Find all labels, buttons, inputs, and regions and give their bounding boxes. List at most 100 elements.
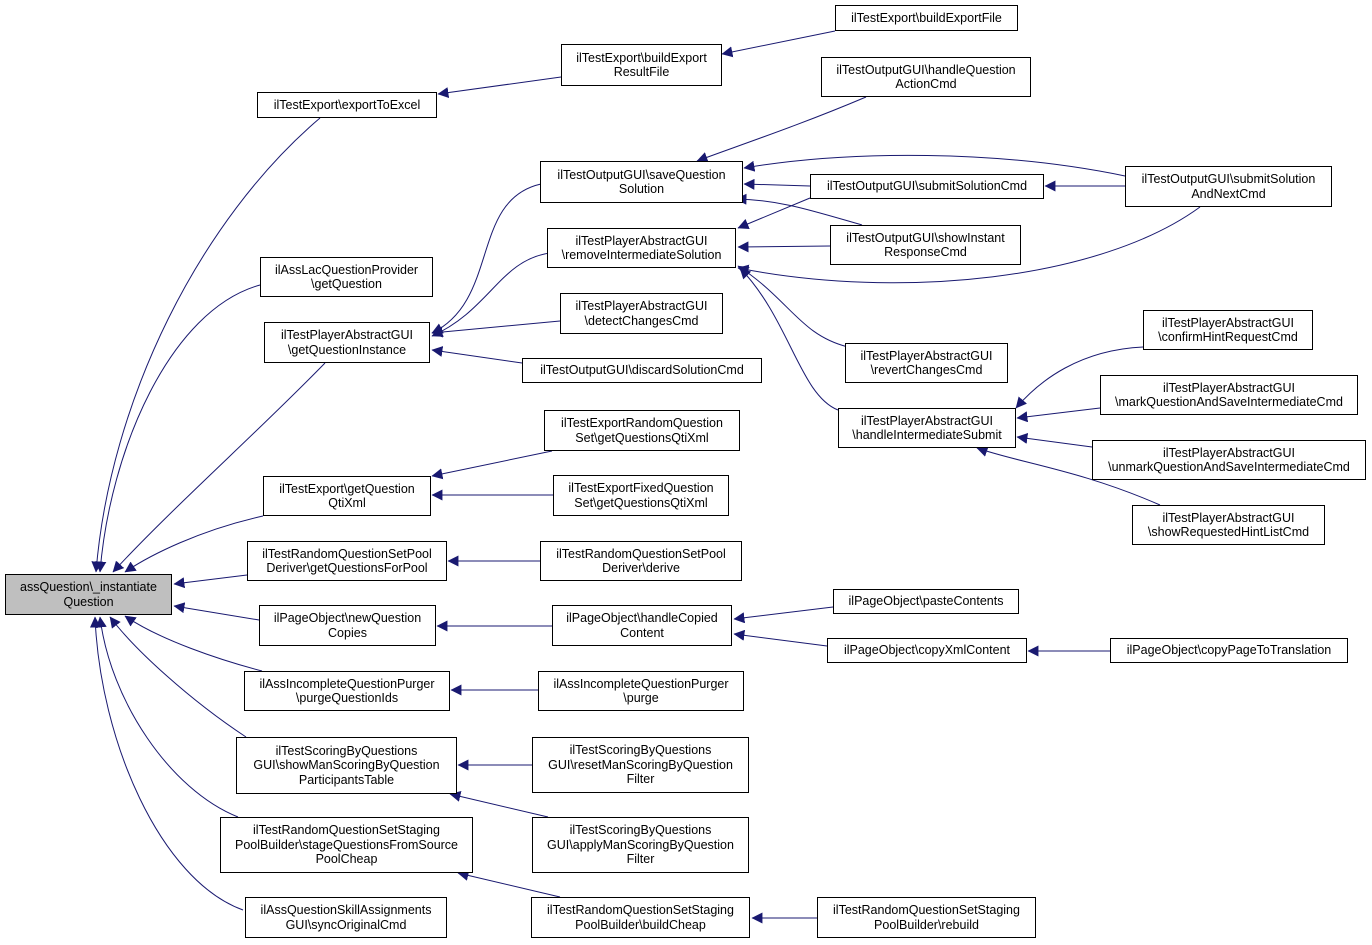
node-discard-solution-cmd[interactable]: ilTestOutputGUI\discardSolutionCmd xyxy=(522,358,762,383)
node-label-line: ilTestPlayerAbstractGUI xyxy=(860,348,993,363)
node-paste-contents[interactable]: ilPageObject\pasteContents xyxy=(833,589,1019,614)
node-handle-intermediate-submit[interactable]: ilTestPlayerAbstractGUI\handleIntermedia… xyxy=(838,408,1016,448)
node-label-line: ilPageObject\copyXmlContent xyxy=(843,643,1011,658)
node-label-line: ilTestPlayerAbstractGUI xyxy=(1163,380,1295,395)
node-show-requested-hint-list-cmd[interactable]: ilTestPlayerAbstractGUI\showRequestedHin… xyxy=(1132,505,1325,545)
edge-confirm-hint-request-cmd-to-handle-intermediate-submit xyxy=(1015,346,1144,409)
node-label-line: ilTestRandomQuestionSetStaging xyxy=(253,823,440,838)
node-label-line: PoolBuilder\rebuild xyxy=(874,917,979,932)
node-export-to-excel[interactable]: ilTestExport\exportToExcel xyxy=(257,92,437,118)
edge-handle-question-action-cmd-to-save-question-solution xyxy=(696,96,867,163)
node-label-line: \handleIntermediateSubmit xyxy=(852,428,1002,442)
node-label-line: ilTestRandomQuestionSetStaging xyxy=(547,903,734,917)
node-unmark-question-and-save[interactable]: ilTestPlayerAbstractGUI\unmarkQuestionAn… xyxy=(1092,440,1366,480)
node-label-line: ilTestOutputGUI\showInstant xyxy=(846,230,1005,245)
node-label-line: \unmarkQuestionAndSaveIntermediateCmd xyxy=(1108,460,1350,474)
edge-paste-contents-to-handle-copied-content xyxy=(733,606,834,624)
node-revert-changes-cmd[interactable]: ilTestPlayerAbstractGUI\revertChangesCmd xyxy=(845,343,1008,383)
edge-get-questions-for-pool-to-root xyxy=(173,574,248,589)
edge-save-question-solution-to-get-question-instance xyxy=(431,183,542,334)
node-detect-changes-cmd[interactable]: ilTestPlayerAbstractGUI\detectChangesCmd xyxy=(560,293,723,334)
node-copy-page-to-translation[interactable]: ilPageObject\copyPageToTranslation xyxy=(1110,638,1348,663)
edge-remove-intermediate-solution-to-get-question-instance xyxy=(431,252,551,337)
edge-mark-question-and-save-to-handle-intermediate-submit xyxy=(1016,407,1101,423)
node-label-line: ilTestRandomQuestionSetPool xyxy=(556,546,726,561)
edge-discard-solution-cmd-to-get-question-instance xyxy=(431,346,523,364)
node-label-line: ResultFile xyxy=(613,65,670,79)
node-label-line: Copies xyxy=(328,625,367,640)
node-label-line: ActionCmd xyxy=(895,77,957,91)
node-lac-get-question[interactable]: ilAssLacQuestionProvider\getQuestion xyxy=(260,257,433,297)
node-label-line: ilTestExport\getQuestion xyxy=(279,481,415,496)
node-remove-intermediate-solution[interactable]: ilTestPlayerAbstractGUI\removeIntermedia… xyxy=(547,228,736,268)
node-label-line: ilTestExport\buildExport xyxy=(576,50,707,65)
node-label-line: ilAssIncompleteQuestionPurger xyxy=(553,676,729,691)
node-label-line: Filter xyxy=(626,772,655,787)
node-label-line: \getQuestionInstance xyxy=(287,342,407,357)
node-label-line: AndNextCmd xyxy=(1191,186,1266,201)
node-label-line: \purge xyxy=(623,691,659,705)
node-label-line: ilTestExportFixedQuestion xyxy=(568,481,714,495)
node-label-line: GUI\showManScoringByQuestion xyxy=(253,758,440,773)
node-label-line: ilPageObject\newQuestion xyxy=(273,611,422,625)
edge-revert-changes-cmd-to-remove-intermediate-solution xyxy=(737,265,849,348)
node-label-line: ilTestRandomQuestionSetStaging xyxy=(833,903,1020,917)
node-label-line: ResponseCmd xyxy=(884,245,967,259)
node-label-line: ilTestOutputGUI\saveQuestion xyxy=(557,167,726,182)
edge-show-instant-response-cmd-to-save-question-solution xyxy=(735,193,863,226)
node-label-line: PoolCheap xyxy=(315,852,378,867)
edge-build-export-file-to-build-export-result-file xyxy=(721,30,836,58)
node-label-line: \removeIntermediateSolution xyxy=(561,248,722,262)
node-get-question-instance[interactable]: ilTestPlayerAbstractGUI\getQuestionInsta… xyxy=(264,322,430,363)
node-label-line: assQuestion\_instantiate xyxy=(20,580,157,594)
node-label-line: QtiXml xyxy=(328,496,366,510)
node-label-line: \purgeQuestionIds xyxy=(295,691,399,705)
node-label-line: \confirmHintRequestCmd xyxy=(1158,330,1298,344)
node-build-export-file[interactable]: ilTestExport\buildExportFile xyxy=(835,5,1018,31)
node-label-line: ilTestPlayerAbstractGUI xyxy=(1162,510,1295,525)
node-label-line: ilTestOutputGUI\discardSolutionCmd xyxy=(540,363,744,378)
node-label-line: ilPageObject\copyPageToTranslation xyxy=(1126,643,1332,658)
edge-export-to-excel-to-root xyxy=(91,117,321,573)
node-label-line: ilTestExportRandomQuestion xyxy=(561,416,723,430)
node-submit-solution-cmd[interactable]: ilTestOutputGUI\submitSolutionCmd xyxy=(810,174,1044,199)
node-purge-question-ids[interactable]: ilAssIncompleteQuestionPurger\purgeQuest… xyxy=(244,671,450,711)
edge-submit-solution-and-next-cmd-to-remove-intermediate-solution xyxy=(737,206,1201,284)
node-label-line: Deriver\derive xyxy=(602,561,680,575)
node-copy-xml-content[interactable]: ilPageObject\copyXmlContent xyxy=(827,638,1027,663)
node-mark-question-and-save[interactable]: ilTestPlayerAbstractGUI\markQuestionAndS… xyxy=(1100,375,1358,415)
node-label-line: GUI\applyManScoringByQuestion xyxy=(547,837,734,852)
node-label-line: \revertChangesCmd xyxy=(870,363,983,377)
node-label-line: \getQuestion xyxy=(311,277,382,291)
node-label-line: Solution xyxy=(618,182,665,196)
node-label-line: ilPageObject\handleCopied xyxy=(566,611,718,625)
node-label-line: Set\getQuestionsQtiXml xyxy=(574,495,708,510)
node-purge[interactable]: ilAssIncompleteQuestionPurger\purge xyxy=(538,671,744,711)
edge-submit-solution-and-next-cmd-to-save-question-solution xyxy=(743,154,1126,177)
node-label-line: ilTestPlayerAbstractGUI xyxy=(281,328,413,342)
node-label-line: Question xyxy=(63,594,114,609)
node-confirm-hint-request-cmd[interactable]: ilTestPlayerAbstractGUI\confirmHintReque… xyxy=(1143,310,1313,350)
edge-new-question-copies-to-root xyxy=(173,602,260,621)
